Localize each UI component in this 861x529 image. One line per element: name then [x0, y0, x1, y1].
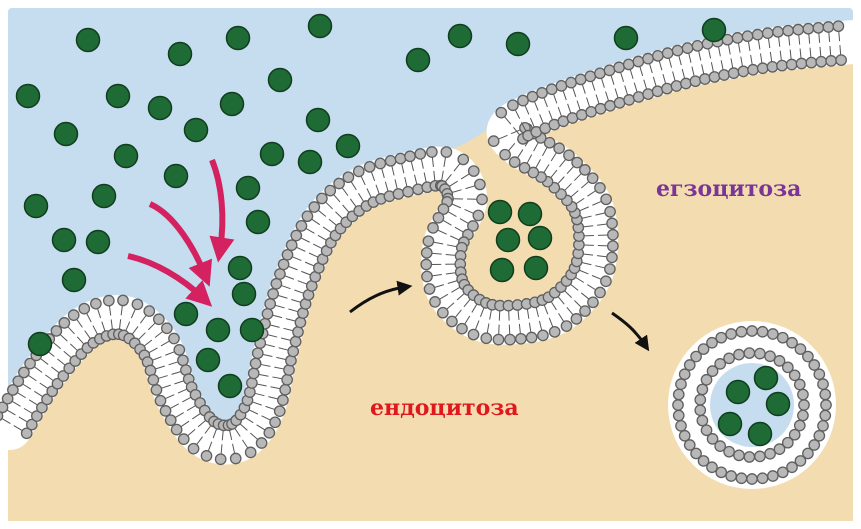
exocytosis-label: егзоцитоза	[656, 178, 801, 200]
molecule	[755, 367, 778, 390]
molecule	[749, 423, 772, 446]
molecule	[115, 145, 138, 168]
molecule	[307, 109, 330, 132]
molecule	[703, 19, 726, 42]
molecule	[261, 143, 284, 166]
molecule	[337, 135, 360, 158]
molecule	[227, 27, 250, 50]
molecule	[241, 319, 264, 342]
molecule	[87, 231, 110, 254]
molecule	[519, 203, 542, 226]
molecule	[77, 29, 100, 52]
molecule	[269, 69, 292, 92]
molecule	[169, 43, 192, 66]
molecule	[491, 259, 514, 282]
molecule	[29, 333, 52, 356]
molecule	[221, 93, 244, 116]
molecule	[309, 15, 332, 38]
molecule	[93, 185, 116, 208]
molecule	[449, 25, 472, 48]
molecule	[233, 283, 256, 306]
molecule	[197, 349, 220, 372]
molecule	[175, 303, 198, 326]
lipid-vesicle	[668, 321, 836, 489]
molecule	[615, 27, 638, 50]
molecule	[247, 211, 270, 234]
molecule	[17, 85, 40, 108]
molecule	[507, 33, 530, 56]
molecule	[497, 229, 520, 252]
molecule	[767, 393, 790, 416]
endocytosis-label: ендоцитоза	[370, 397, 519, 419]
molecule	[529, 227, 552, 250]
molecule	[219, 375, 242, 398]
molecule	[63, 269, 86, 292]
molecule	[207, 319, 230, 342]
molecule	[727, 381, 750, 404]
molecule	[55, 123, 78, 146]
molecule	[237, 177, 260, 200]
molecule	[107, 85, 130, 108]
molecule	[165, 165, 188, 188]
molecule	[299, 151, 322, 174]
molecule	[525, 257, 548, 280]
molecule	[229, 257, 252, 280]
molecule	[407, 49, 430, 72]
molecule	[25, 195, 48, 218]
molecule	[149, 97, 172, 120]
molecule	[53, 229, 76, 252]
molecule	[185, 119, 208, 142]
molecule	[719, 413, 742, 436]
molecule	[489, 201, 512, 224]
